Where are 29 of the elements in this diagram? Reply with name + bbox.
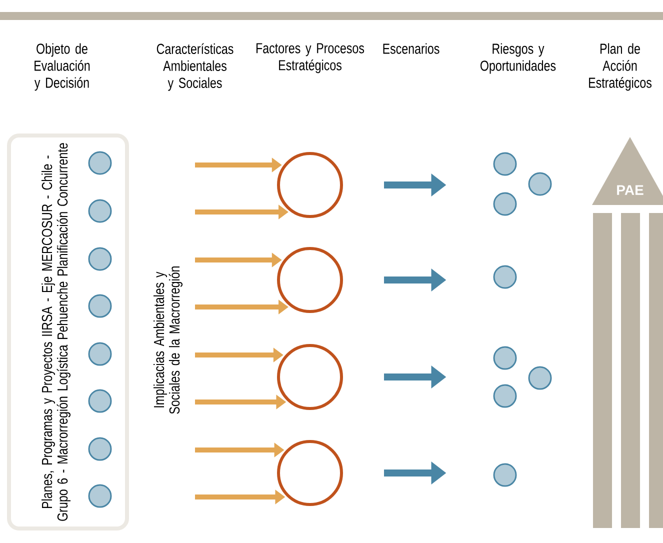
column-heading: Características Ambientales y Sociales bbox=[156, 43, 234, 91]
small-circle bbox=[528, 172, 552, 196]
small-circle bbox=[493, 265, 517, 289]
small-circle bbox=[88, 151, 112, 175]
ring-circle bbox=[277, 247, 343, 313]
small-circle bbox=[88, 342, 112, 366]
column-heading: Factores y Procesos Estratégicos bbox=[256, 43, 364, 74]
small-circle bbox=[493, 192, 517, 216]
column-heading: Plan de Acción Estratégicos bbox=[589, 43, 652, 91]
column-heading: Riesgos y Oportunidades bbox=[480, 43, 556, 74]
small-circle bbox=[88, 199, 112, 223]
small-circle bbox=[493, 463, 517, 487]
small-circle bbox=[493, 384, 517, 408]
small-circle bbox=[88, 484, 112, 508]
column-heading: Objeto de Evaluación y Decisión bbox=[34, 43, 90, 91]
ring-circle bbox=[277, 152, 343, 218]
triangle-roof: PAE bbox=[592, 137, 663, 205]
small-circle bbox=[528, 366, 552, 390]
small-circle bbox=[493, 346, 517, 370]
small-circle bbox=[88, 389, 112, 413]
ring-circle bbox=[277, 344, 343, 410]
column-heading: Escenarios bbox=[383, 43, 440, 54]
small-circle bbox=[493, 152, 517, 176]
rotated-label: Implicacias Ambientales y Sociales de la Macrorregión bbox=[154, 266, 183, 414]
small-circle bbox=[88, 437, 112, 461]
ring-circle bbox=[277, 440, 343, 506]
small-circle bbox=[88, 294, 112, 318]
small-circle bbox=[88, 247, 112, 271]
text-panel: Planes, Programas y Proyectos IIRSA - Eje MERCOSUR - Chile - Grupo 6 - Macrorregión Logística Pehuenche Planificación Concurrente bbox=[7, 134, 129, 530]
